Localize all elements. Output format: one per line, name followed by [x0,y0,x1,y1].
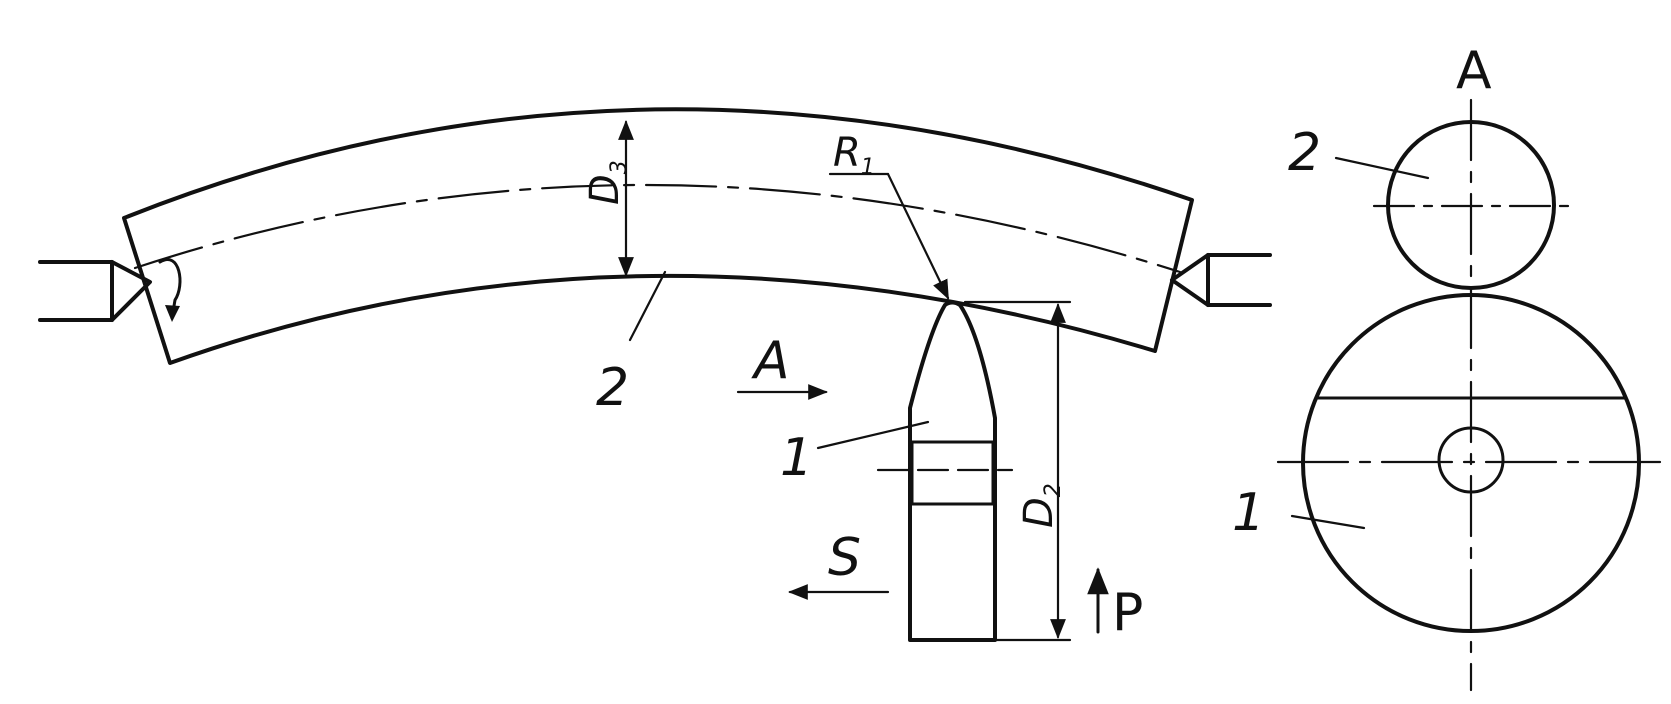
left-center [38,258,182,322]
d3-label: D3 [582,160,632,205]
section-a-view: A 2 1 [1232,41,1671,692]
part-1-leader [816,420,930,450]
workpiece-axis [133,183,1182,274]
part-1-view-leader [1290,514,1366,530]
workpiece-side-view: D3 2 [38,107,1272,418]
force-p-label: P [1112,583,1143,643]
d2-label: D2 [1016,483,1066,528]
part-2-leader [628,270,667,342]
roller-body [908,300,997,642]
workpiece-bar [122,107,1194,365]
part-2-label: 2 [596,358,629,418]
part-1-view-label: 1 [1232,483,1265,543]
part-2-view-leader [1334,156,1430,180]
r1-leader-arrow [886,172,950,300]
part-1-label: 1 [780,428,813,488]
roller-hub [1437,426,1505,494]
rotation-arrow-icon [158,258,182,320]
roller-bore [910,440,995,506]
feed-s-label: S [828,528,861,588]
right-center [1170,253,1272,307]
section-a-label: A [751,331,790,391]
roller-section: R1 D2 1 A S P [736,130,1143,643]
view-a-label: A [1456,41,1492,101]
part-2-view-label: 2 [1288,123,1321,183]
r1-label: R1 [833,130,875,180]
